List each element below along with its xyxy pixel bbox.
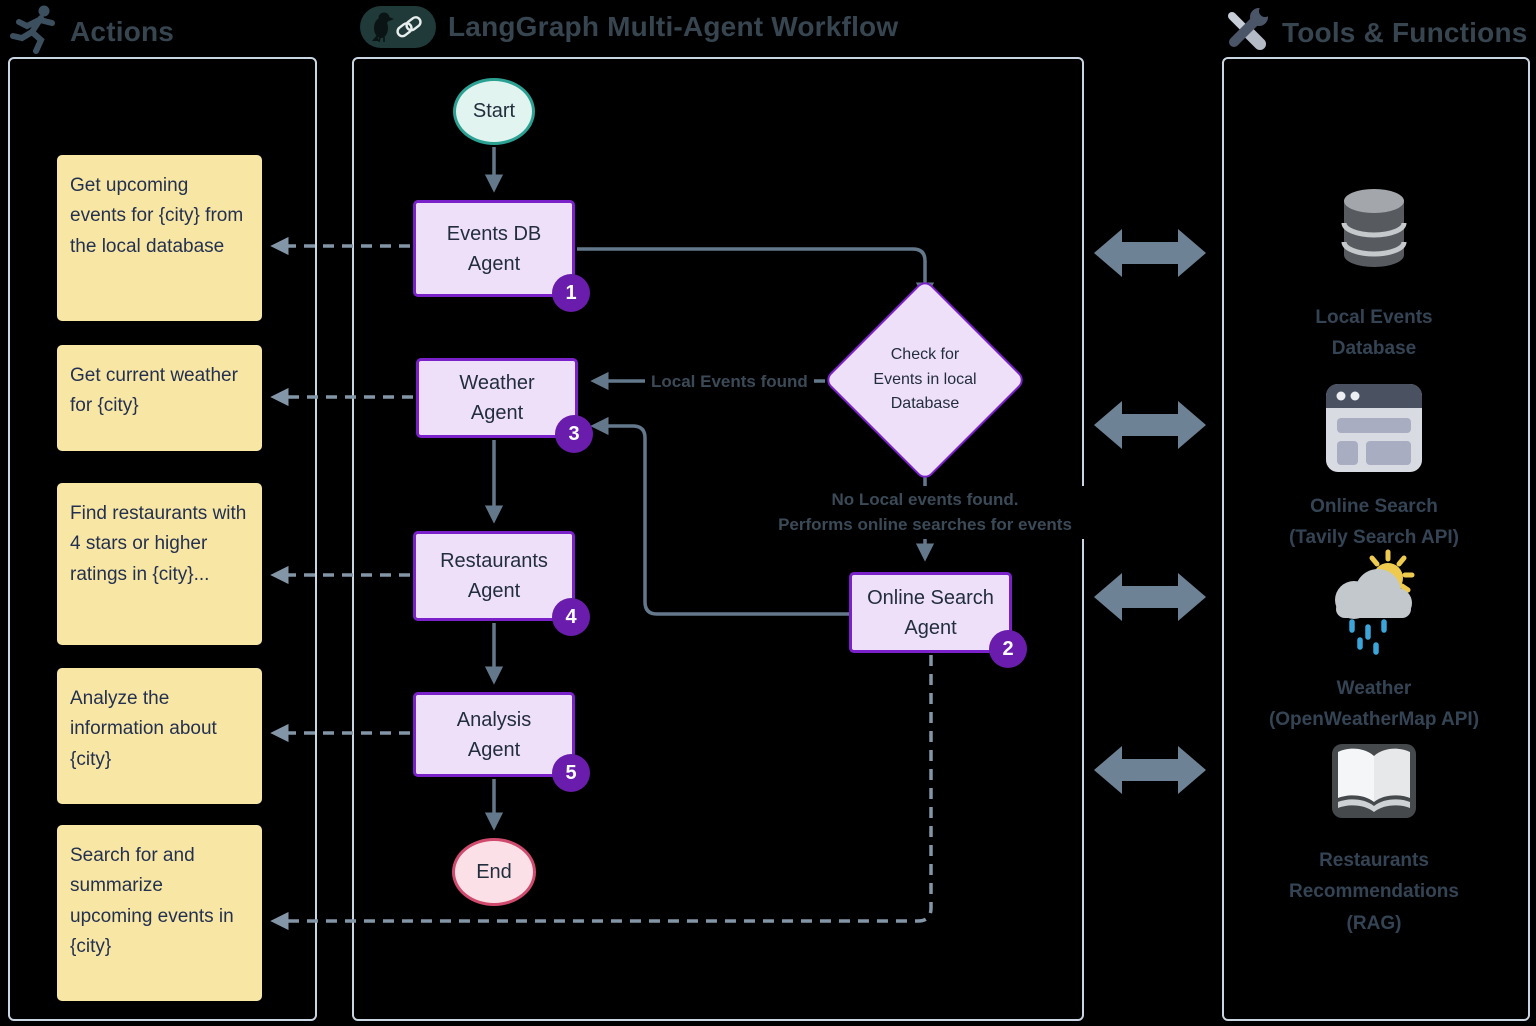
weather-icon [1324,548,1424,661]
restaurants-agent-node: Restaurants Agent 4 [413,531,590,636]
double-arrow-database [1094,229,1206,277]
workflow-title: LangGraph Multi-Agent Workflow [448,11,899,42]
end-label: End [476,860,512,883]
step-badge-2: 2 [989,630,1027,668]
end-node: End [452,838,536,906]
actions-header: Actions [10,4,174,59]
online-search-agent-label: Online Search Agent [867,586,994,639]
runner-icon [10,4,58,59]
tool-label: Local Events Database [1315,307,1433,360]
tool-label: Restaurants Recommendations (RAG) [1289,850,1459,934]
step-badge-1: 1 [552,274,590,312]
tool-weather: Weather (OpenWeatherMap API) [1222,548,1526,736]
database-icon [1330,185,1418,290]
weather-agent-label: Weather Agent [459,372,535,424]
tools-icon [1222,5,1271,59]
double-arrow-rag [1094,746,1206,794]
actions-panel [8,57,317,1021]
edge-label-local-events-found: Local Events found [645,368,814,397]
step-badge-5: 5 [552,754,590,792]
tool-label: Online Search (Tavily Search API) [1288,496,1459,549]
decision-label: Check for Events in local Database [873,345,977,413]
online-search-agent-node: Online Search Agent 2 [849,572,1027,668]
events-db-agent-node: Events DB Agent 1 [413,200,590,312]
step-badge-4: 4 [552,598,590,636]
workflow-header: LangGraph Multi-Agent Workflow [360,6,898,48]
weather-agent-node: Weather Agent 3 [416,358,593,453]
action-note: Find restaurants with 4 stars or higher … [57,483,262,645]
actions-title: Actions [70,15,175,47]
browser-icon [1324,382,1424,479]
tool-restaurants-rag: Restaurants Recommendations (RAG) [1222,732,1526,939]
double-arrow-weather [1094,573,1206,621]
tools-title: Tools & Functions [1282,16,1528,48]
tool-online-search: Online Search (Tavily Search API) [1222,382,1526,554]
restaurants-agent-label: Restaurants Agent [440,550,548,602]
double-arrow-search [1094,401,1206,449]
start-node: Start [453,78,535,145]
start-label: Start [472,100,516,122]
action-note: Analyze the information about {city} [57,668,262,804]
tool-label: Weather (OpenWeatherMap API) [1268,678,1480,731]
book-icon [1326,732,1422,833]
action-note: Get current weather for {city} [57,345,262,451]
edge-label-no-local-events: No Local events found. Performs online s… [745,486,1105,540]
action-note: Get upcoming events for {city} from the … [57,155,262,321]
tools-panel [1222,57,1530,1021]
step-badge-3: 3 [555,415,593,453]
analysis-agent-node: Analysis Agent 5 [413,692,590,792]
langgraph-logo [360,6,436,48]
analysis-agent-label: Analysis Agent [456,708,532,761]
tools-header: Tools & Functions [1222,5,1528,59]
events-db-agent-label: Events DB Agent [446,222,542,275]
action-note: Search for and summarize upcoming events… [57,825,262,1001]
tool-local-events-database: Local Events Database [1222,185,1526,365]
